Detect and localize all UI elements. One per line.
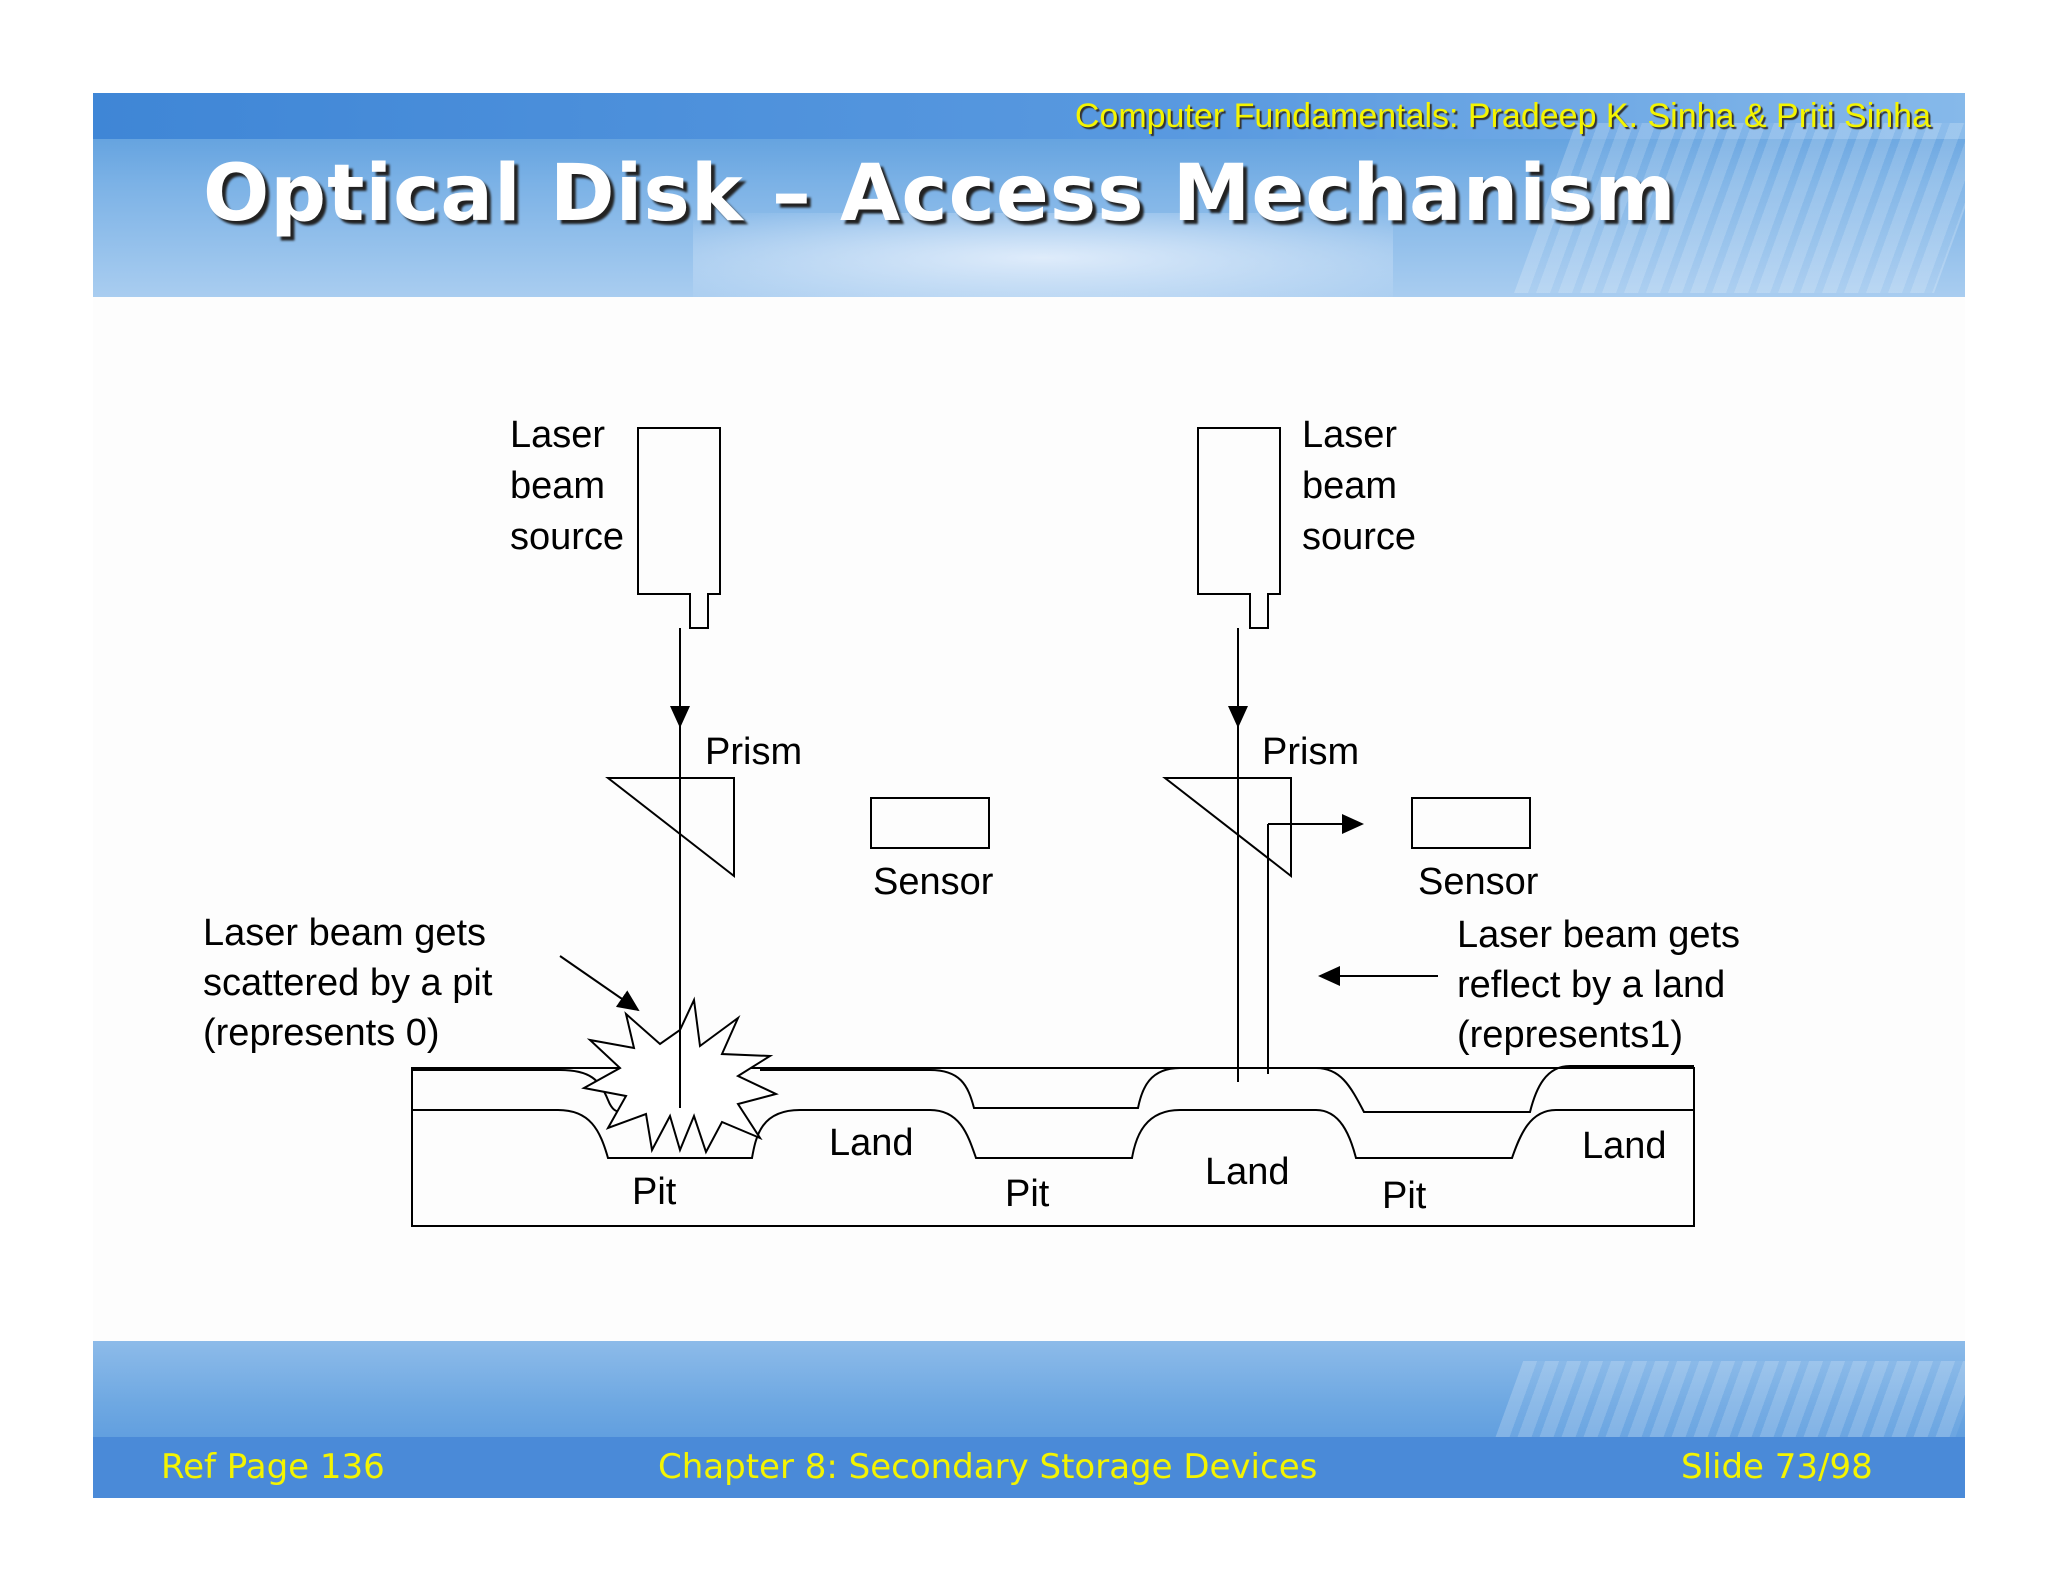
- land-label-3: Land: [1582, 1125, 1667, 1167]
- slide-header: Computer Fundamentals: Pradeep K. Sinha …: [93, 93, 1965, 297]
- prism-left: [605, 777, 735, 879]
- header-strip: [93, 93, 1965, 139]
- land-label-2: Land: [1205, 1151, 1290, 1193]
- laser-source-label-left-1: Laser: [510, 414, 605, 456]
- prism-right: [1162, 777, 1292, 879]
- slide-title: Optical Disk – Access Mechanism: [203, 149, 1677, 239]
- disk-data-layer: [412, 1109, 1694, 1159]
- pit-label-1: Pit: [632, 1171, 677, 1213]
- laser-source-label-left-3: source: [510, 516, 624, 558]
- laser-source-label-right-2: beam: [1302, 465, 1397, 507]
- reflect-note-line-2: reflect by a land: [1457, 964, 1725, 1006]
- slide-footer: Ref Page 136 Chapter 8: Secondary Storag…: [93, 1341, 1965, 1498]
- sensor-right: [1411, 797, 1531, 849]
- disk-body: [411, 1067, 1695, 1227]
- chapter-label: Chapter 8: Secondary Storage Devices: [658, 1447, 1318, 1487]
- laser-source-left: [637, 427, 721, 629]
- pit-label-3: Pit: [1382, 1175, 1427, 1217]
- slide: Computer Fundamentals: Pradeep K. Sinha …: [93, 93, 1965, 1498]
- ref-page: Ref Page 136: [161, 1447, 385, 1487]
- book-credit: Computer Fundamentals: Pradeep K. Sinha …: [1074, 97, 1931, 135]
- land-label-1: Land: [829, 1122, 914, 1164]
- reflect-note-line-3: (represents1): [1457, 1014, 1683, 1056]
- reflect-note-line-1: Laser beam gets: [1457, 914, 1740, 956]
- sensor-label-left: Sensor: [873, 861, 994, 903]
- prism-label-left: Prism: [705, 731, 802, 773]
- sensor-label-right: Sensor: [1418, 861, 1539, 903]
- scatter-note-line-2: scattered by a pit: [203, 962, 493, 1004]
- prism-label-right: Prism: [1262, 731, 1359, 773]
- slide-number: Slide 73/98: [1681, 1447, 1873, 1487]
- laser-source-label-right-3: source: [1302, 516, 1416, 558]
- laser-source-label-left-2: beam: [510, 465, 605, 507]
- footer-bar: [93, 1437, 1965, 1498]
- laser-source-right: [1197, 427, 1281, 629]
- scatter-note-line-3: (represents 0): [203, 1012, 440, 1054]
- pit-label-2: Pit: [1005, 1173, 1050, 1215]
- header-background-glow: [693, 213, 1393, 297]
- sensor-left: [870, 797, 990, 849]
- scatter-note-line-1: Laser beam gets: [203, 912, 486, 954]
- laser-source-label-right-1: Laser: [1302, 414, 1397, 456]
- scatter-note-arrow: [559, 955, 640, 1012]
